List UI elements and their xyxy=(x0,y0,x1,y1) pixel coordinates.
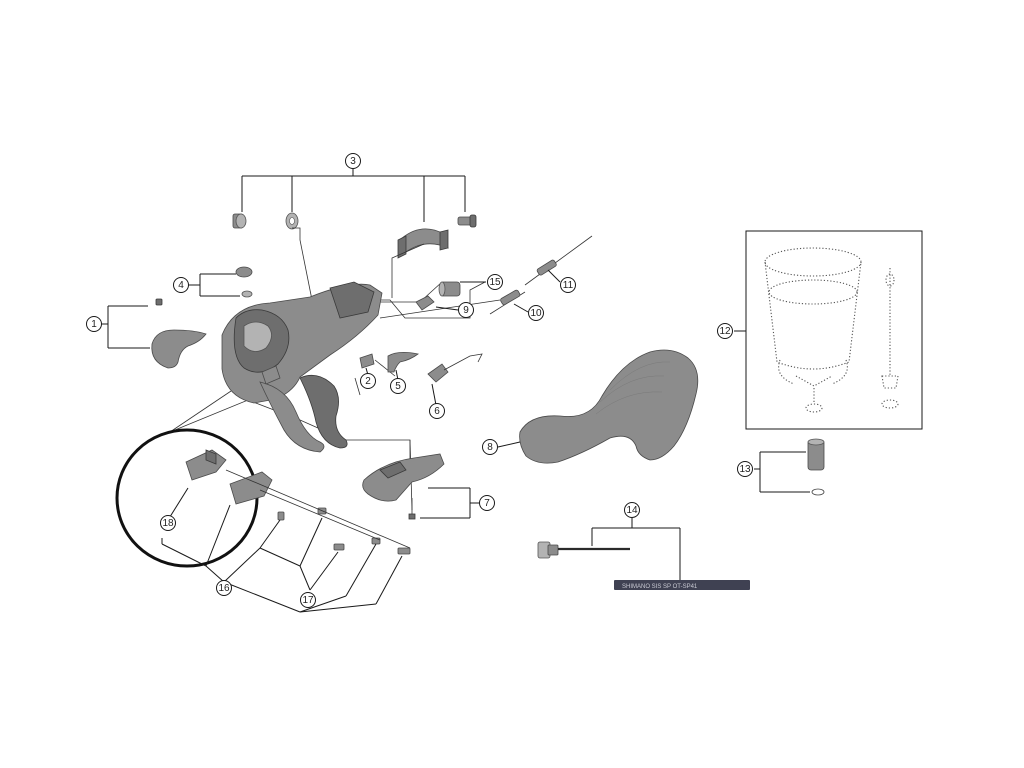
callout-circle xyxy=(458,302,474,318)
callout-circle xyxy=(173,277,189,293)
callout-9: 9 xyxy=(458,302,474,318)
part-7-cover xyxy=(362,453,445,520)
callout-number: 17 xyxy=(302,595,314,606)
part-2-small-block xyxy=(359,353,375,376)
part-14-outer-casing xyxy=(614,580,750,590)
callout-10: 10 xyxy=(528,305,544,321)
callout-5: 5 xyxy=(390,378,406,394)
callout-8: 8 xyxy=(482,439,498,455)
callout-circle xyxy=(482,439,498,455)
callout-number: 15 xyxy=(489,277,501,288)
callout-circle xyxy=(487,274,503,290)
part-1-name-plate xyxy=(151,298,207,369)
callout-4: 4 xyxy=(173,277,189,293)
part-3-washer xyxy=(285,212,299,230)
outer-casing-print: SHIMANO SIS SP OT-SP41 xyxy=(622,584,698,590)
callout-18: 18 xyxy=(160,515,176,531)
part-10-cable-segment xyxy=(489,289,526,315)
callout-17: 17 xyxy=(300,592,316,608)
callout-number: 18 xyxy=(162,518,174,529)
leader-group-4 xyxy=(188,273,240,297)
callout-number: 14 xyxy=(626,505,638,516)
part-3-cap-bolt xyxy=(232,213,247,229)
callout-number: 4 xyxy=(178,280,184,291)
callout-6: 6 xyxy=(429,403,445,419)
part-6-spring-lever xyxy=(427,353,483,406)
callout-circle xyxy=(86,316,102,332)
callout-12: 12 xyxy=(717,323,733,339)
leader-group-7 xyxy=(420,487,480,519)
callout-circle xyxy=(737,461,753,477)
part-17-pins xyxy=(277,507,411,555)
part-18-bracket xyxy=(185,449,227,481)
callout-11: 11 xyxy=(560,277,576,293)
callout-number: 6 xyxy=(434,406,440,417)
leader-group-16-17-18 xyxy=(161,487,403,613)
callout-circle xyxy=(160,515,176,531)
callout-circle xyxy=(345,153,361,169)
part-16-holder xyxy=(229,471,273,505)
callout-number: 9 xyxy=(463,305,469,316)
leader-group-13 xyxy=(754,451,810,493)
callout-circle xyxy=(300,592,316,608)
part-3-band-clamp xyxy=(397,228,449,259)
callout-13: 13 xyxy=(737,461,753,477)
callout-circle xyxy=(360,373,376,389)
part-12-frame xyxy=(734,230,923,430)
leaders-9-15-10-11 xyxy=(435,269,561,313)
callout-number: 2 xyxy=(365,376,371,387)
callout-circle xyxy=(528,305,544,321)
part-15-adjuster xyxy=(438,281,461,297)
part-9-bushing xyxy=(415,295,435,311)
callout-number: 16 xyxy=(218,583,230,594)
callout-number: 8 xyxy=(487,442,493,453)
part-5-release-lever xyxy=(387,352,419,381)
callout-circle xyxy=(216,580,232,596)
leader-group-14 xyxy=(591,518,681,580)
part-3-clamp-bolt xyxy=(457,214,477,228)
part-12-brush xyxy=(881,268,899,409)
callout-1: 1 xyxy=(86,316,102,332)
callout-number: 5 xyxy=(395,381,401,392)
callout-3: 3 xyxy=(345,153,361,169)
callout-circle xyxy=(390,378,406,394)
callout-number: 12 xyxy=(719,326,731,337)
callout-number: 11 xyxy=(563,280,574,291)
sub-assembly-guide-lines xyxy=(225,469,411,549)
part-4-cap xyxy=(235,266,253,298)
callout-number: 10 xyxy=(530,308,542,319)
callout-16: 16 xyxy=(216,580,232,596)
leader-8 xyxy=(497,441,521,448)
part-14-inner-cable xyxy=(537,541,630,559)
callout-circle xyxy=(429,403,445,419)
part-12-grease-cup xyxy=(764,247,862,413)
callout-number: 3 xyxy=(350,156,356,167)
callout-number: 1 xyxy=(91,319,97,330)
callout-2: 2 xyxy=(360,373,376,389)
leader-group-3 xyxy=(241,168,466,222)
callout-circle xyxy=(624,502,640,518)
callout-circle xyxy=(560,277,576,293)
callout-number: 13 xyxy=(739,464,751,475)
callout-7: 7 xyxy=(479,495,495,511)
callout-circle xyxy=(479,495,495,511)
leader-group-1 xyxy=(101,305,150,349)
callout-15: 15 xyxy=(487,274,503,290)
callout-14: 14 xyxy=(624,502,640,518)
part-8-hood xyxy=(519,349,699,464)
callout-circle xyxy=(717,323,733,339)
part-11-cable-segment xyxy=(524,235,593,286)
part-lever-body xyxy=(221,281,383,453)
callout-number: 7 xyxy=(484,498,490,509)
part-13-fitting xyxy=(807,438,825,496)
